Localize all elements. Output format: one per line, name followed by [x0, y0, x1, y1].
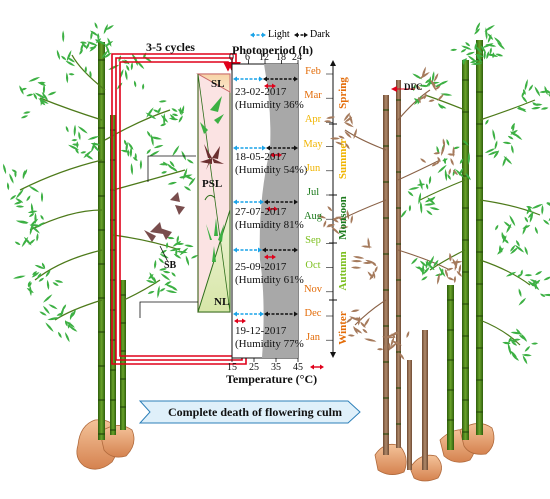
photoperiod-tick: 12	[259, 52, 269, 63]
season-label: Winter	[337, 311, 349, 345]
banner-arrow	[138, 400, 361, 424]
photoperiod-tick: 18	[276, 52, 286, 63]
month-label: Feb	[305, 66, 321, 77]
photoperiod-tick: 6	[245, 52, 250, 63]
temperature-tick: 45	[293, 362, 303, 373]
month-label: Mar	[304, 90, 322, 102]
temperature-tick: 25	[249, 362, 259, 373]
dfc-label: DFC	[404, 82, 423, 92]
temperature-tick: 15	[227, 362, 237, 373]
month-label: Jan	[306, 332, 320, 344]
observation-4: 25-09-2017 (Humidity 61%	[235, 261, 304, 287]
photoperiod-chart	[231, 60, 337, 362]
temperature-tick: 35	[271, 362, 281, 373]
observation-arrows	[233, 247, 298, 260]
observation-humidity: (Humidity 36%	[235, 99, 304, 111]
observation-date: 18-05-2017	[235, 151, 287, 163]
observation-date: 25-09-2017	[235, 261, 287, 273]
legend-dark: Dark	[310, 29, 330, 40]
sb-label: SB	[164, 260, 177, 271]
photoperiod-tick: 0	[229, 52, 234, 63]
month-label: Sep	[305, 235, 321, 247]
observation-1: 23-02-2017 (Humidity 36%	[235, 86, 304, 112]
month-label: Jul	[306, 187, 320, 198]
observation-arrows	[233, 76, 298, 89]
month-label: Dec	[304, 308, 322, 319]
sl-label: SL	[211, 78, 225, 90]
temperature-title: Temperature (°C)	[226, 372, 318, 386]
cycles-label: 3-5 cycles	[146, 40, 195, 54]
nl-label: NL	[214, 296, 230, 308]
psl-label: PSL	[202, 178, 223, 190]
observation-2: 18-05-2017 (Humidity 54%)	[235, 151, 307, 177]
observation-arrows	[233, 145, 298, 158]
observation-arrows	[233, 311, 298, 324]
season-label: Spring	[337, 77, 349, 109]
observation-humidity: (Humidity 61%	[235, 274, 304, 286]
left-bamboo-clump	[3, 22, 198, 470]
observation-date: 23-02-2017	[235, 86, 287, 98]
leaf-stage-boxes	[196, 73, 231, 313]
month-label: Oct	[305, 259, 321, 271]
observation-arrows	[233, 199, 298, 212]
photoperiod-title: Photoperiod (h)	[232, 43, 313, 57]
legend-arrows	[250, 32, 324, 370]
right-bamboo-clump	[317, 22, 550, 482]
month-label: Apr	[304, 114, 322, 126]
observation-humidity: (Humidity 54%)	[235, 164, 308, 176]
observation-5: 19-12-2017 (Humidity 77%	[235, 325, 304, 351]
legend-light: Light	[268, 29, 290, 40]
month-label: May	[303, 138, 323, 150]
observation-3: 27-07-2017 (Humidity 81%	[235, 206, 304, 232]
banner-text: Complete death of flowering culm	[168, 405, 342, 419]
month-label: Aug	[303, 211, 323, 223]
photoperiod-tick: 24	[292, 52, 302, 63]
observation-date: 19-12-2017	[235, 325, 287, 337]
observation-humidity: (Humidity 77%	[235, 338, 304, 350]
month-label: Jun	[305, 162, 321, 174]
month-label: Nov	[303, 283, 323, 295]
observation-date: 27-07-2017	[235, 206, 287, 218]
observation-humidity: (Humidity 81%	[235, 219, 304, 231]
